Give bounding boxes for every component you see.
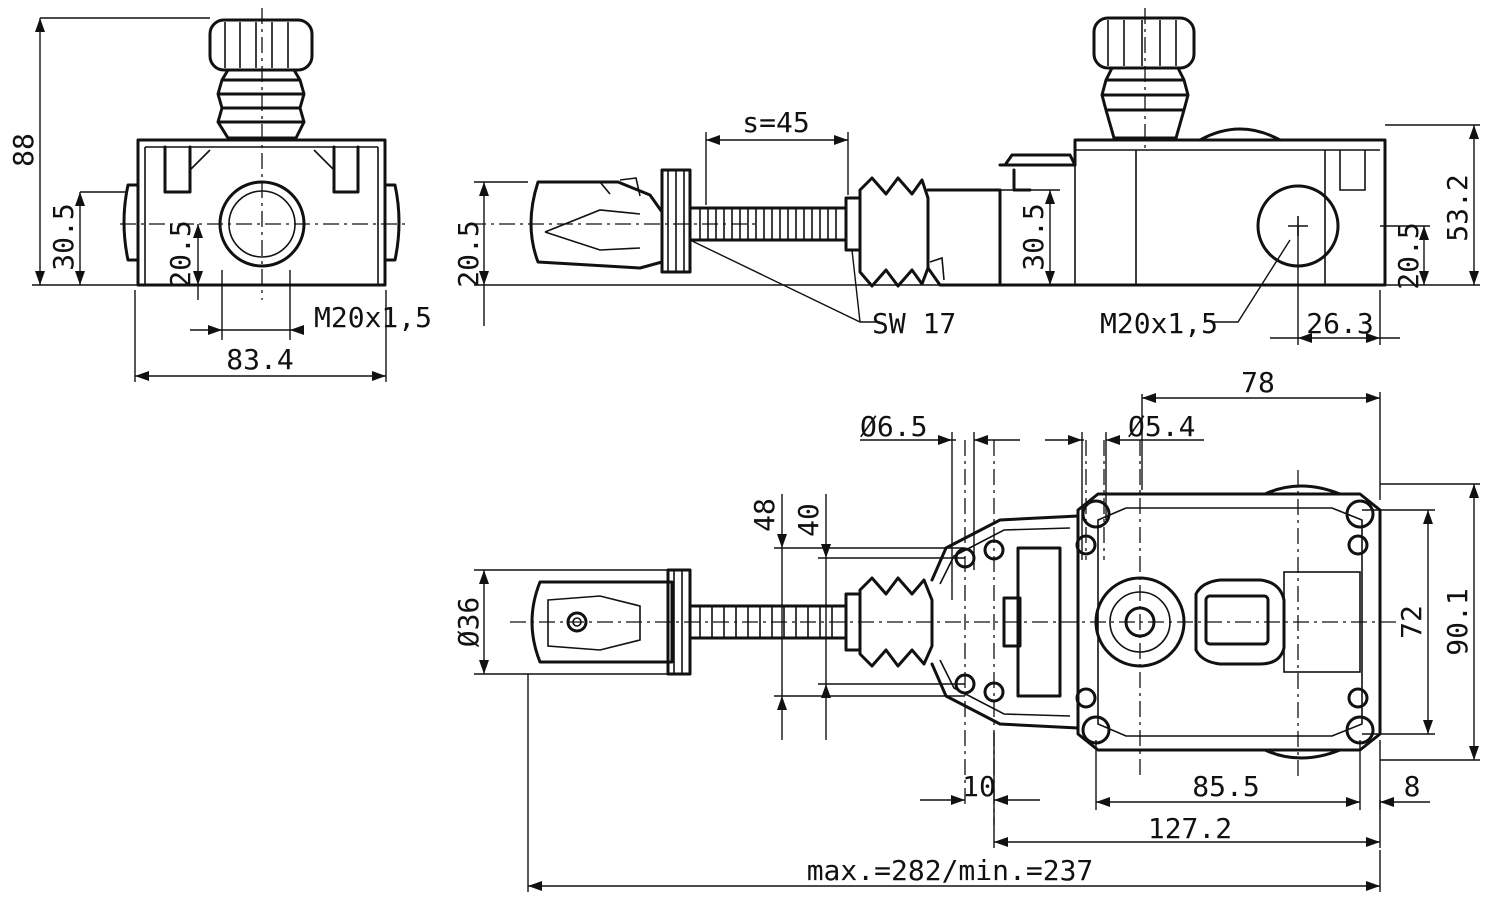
dim-20-5-front: 20.5 — [164, 220, 197, 287]
wrench-size-label: SW 17 — [872, 307, 956, 340]
dim-20-5-rope: 20.5 — [452, 220, 485, 287]
dim-78: 78 — [1241, 366, 1275, 399]
dim-53-2: 53.2 — [1441, 174, 1474, 241]
dim-stroke-45: s=45 — [742, 106, 809, 139]
dim-83-4: 83.4 — [226, 343, 293, 376]
dim-85-5: 85.5 — [1192, 770, 1259, 803]
dim-dia-36: Ø36 — [452, 597, 485, 648]
dim-90-1: 90.1 — [1441, 588, 1474, 655]
thread-side-label: M20x1,5 — [1100, 307, 1218, 340]
dim-30-5-front: 30.5 — [47, 203, 80, 270]
thread-front-label: M20x1,5 — [314, 301, 432, 334]
front-view: 88 30.5 20.5 M20x1,5 83.4 — [7, 8, 432, 382]
dim-26-3: 26.3 — [1306, 307, 1373, 340]
dim-20-5-side: 20.5 — [1392, 222, 1425, 289]
dim-127-2: 127.2 — [1148, 812, 1232, 845]
side-view: s=45 20.5 SW 17 30.5 M20x1,5 26.3 53.2 2… — [452, 8, 1480, 345]
dim-30-5-side: 30.5 — [1017, 203, 1050, 270]
dim-dia-5-4: Ø5.4 — [1128, 410, 1195, 443]
dim-dia-6-5: Ø6.5 — [860, 410, 927, 443]
dim-48: 48 — [748, 498, 781, 532]
dimension-arrows — [35, 18, 1479, 891]
dim-40: 40 — [792, 503, 825, 537]
dim-72: 72 — [1395, 605, 1428, 639]
dim-10: 10 — [962, 770, 996, 803]
dim-8: 8 — [1404, 770, 1421, 803]
top-view: 78 Ø6.5 Ø5.4 48 40 Ø36 72 90.1 10 85.5 8… — [452, 366, 1480, 892]
dim-88: 88 — [7, 133, 40, 167]
dim-overall-length: max.=282/min.=237 — [807, 854, 1094, 887]
